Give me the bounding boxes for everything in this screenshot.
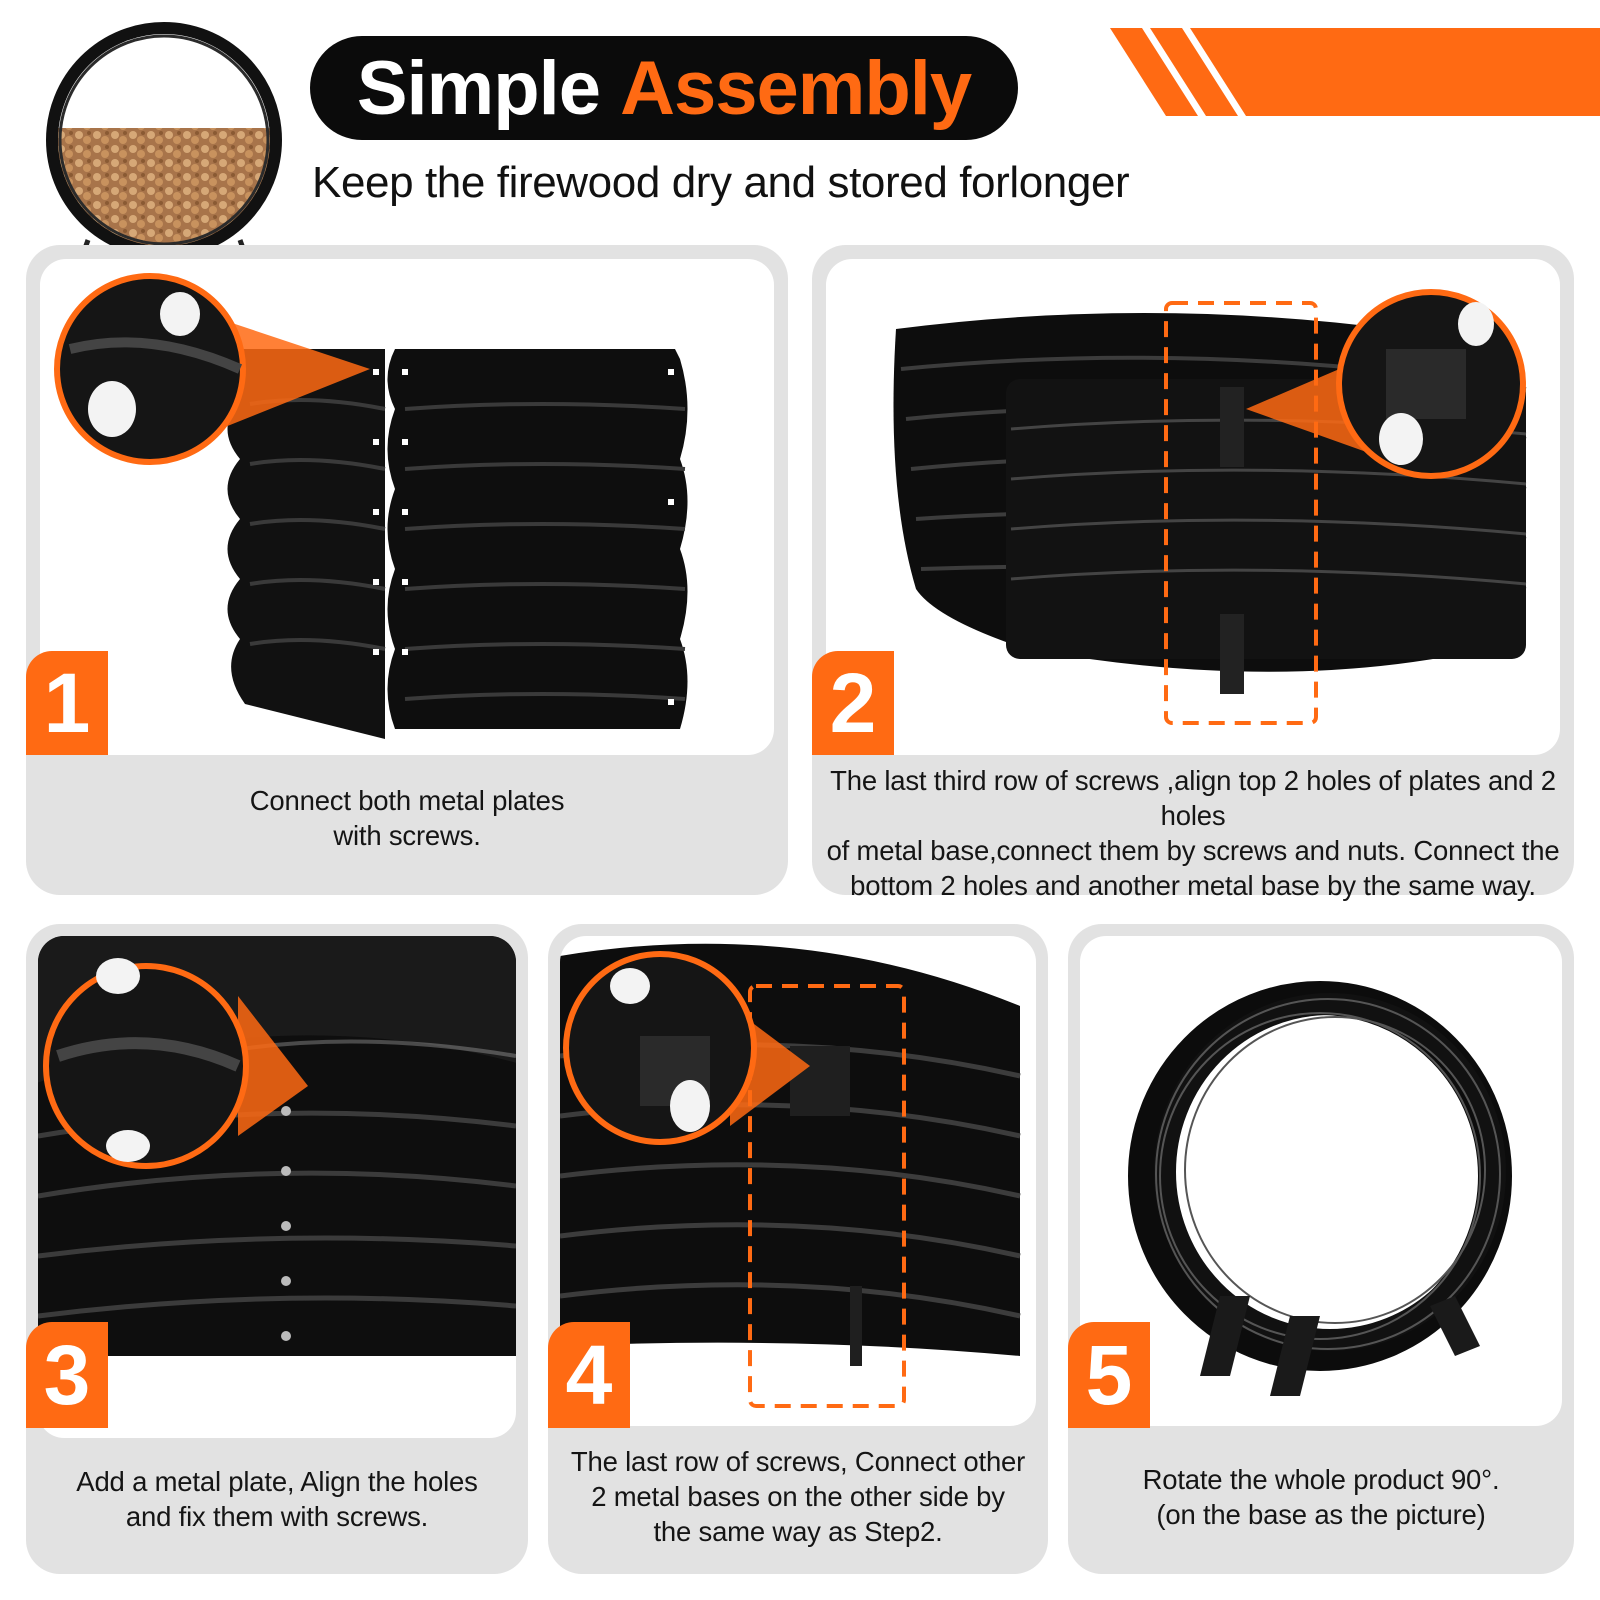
step-5-caption: Rotate the whole product 90°. (on the ba…	[1142, 1464, 1500, 1530]
step-3-number: 3	[26, 1322, 108, 1428]
step-3-caption: Add a metal plate, Align the holes and f…	[76, 1466, 478, 1532]
step-1-number: 1	[26, 651, 108, 755]
step-5-number: 5	[1068, 1322, 1150, 1428]
step-2-number: 2	[812, 651, 894, 755]
step-1-caption: Connect both metal plates with screws.	[249, 785, 565, 851]
title-word-assembly: Assembly	[620, 45, 972, 131]
step-4-card: 4 The last row of screws, Connect other …	[548, 924, 1048, 1574]
title-word-simple: Simple	[356, 45, 601, 131]
subtitle: Keep the firewood dry and stored forlong…	[312, 158, 1130, 207]
step-2-card: 2 The last third row of screws ,align to…	[812, 245, 1574, 901]
step-3-illustration	[38, 936, 516, 1438]
firewood-rack-thumbnail	[46, 22, 282, 269]
step-4-number: 4	[548, 1322, 630, 1428]
step-5-card: 5 Rotate the whole product 90°. (on the …	[1068, 924, 1574, 1574]
step-1-card: 1 Connect both metal plates with screws.	[26, 245, 788, 895]
page-title: Simple Assembly	[310, 36, 1018, 140]
step-3-card: 3 Add a metal plate, Align the holes and…	[26, 924, 528, 1574]
step-4-caption: The last row of screws, Connect other 2 …	[570, 1446, 1026, 1547]
step-1-illustration	[40, 259, 774, 755]
step-4-illustration	[560, 936, 1036, 1426]
orange-stripes-decoration	[1110, 28, 1600, 116]
step-2-illustration	[826, 259, 1560, 755]
step-5-illustration	[1080, 936, 1562, 1426]
step-2-caption: The last third row of screws ,align top …	[826, 765, 1560, 901]
